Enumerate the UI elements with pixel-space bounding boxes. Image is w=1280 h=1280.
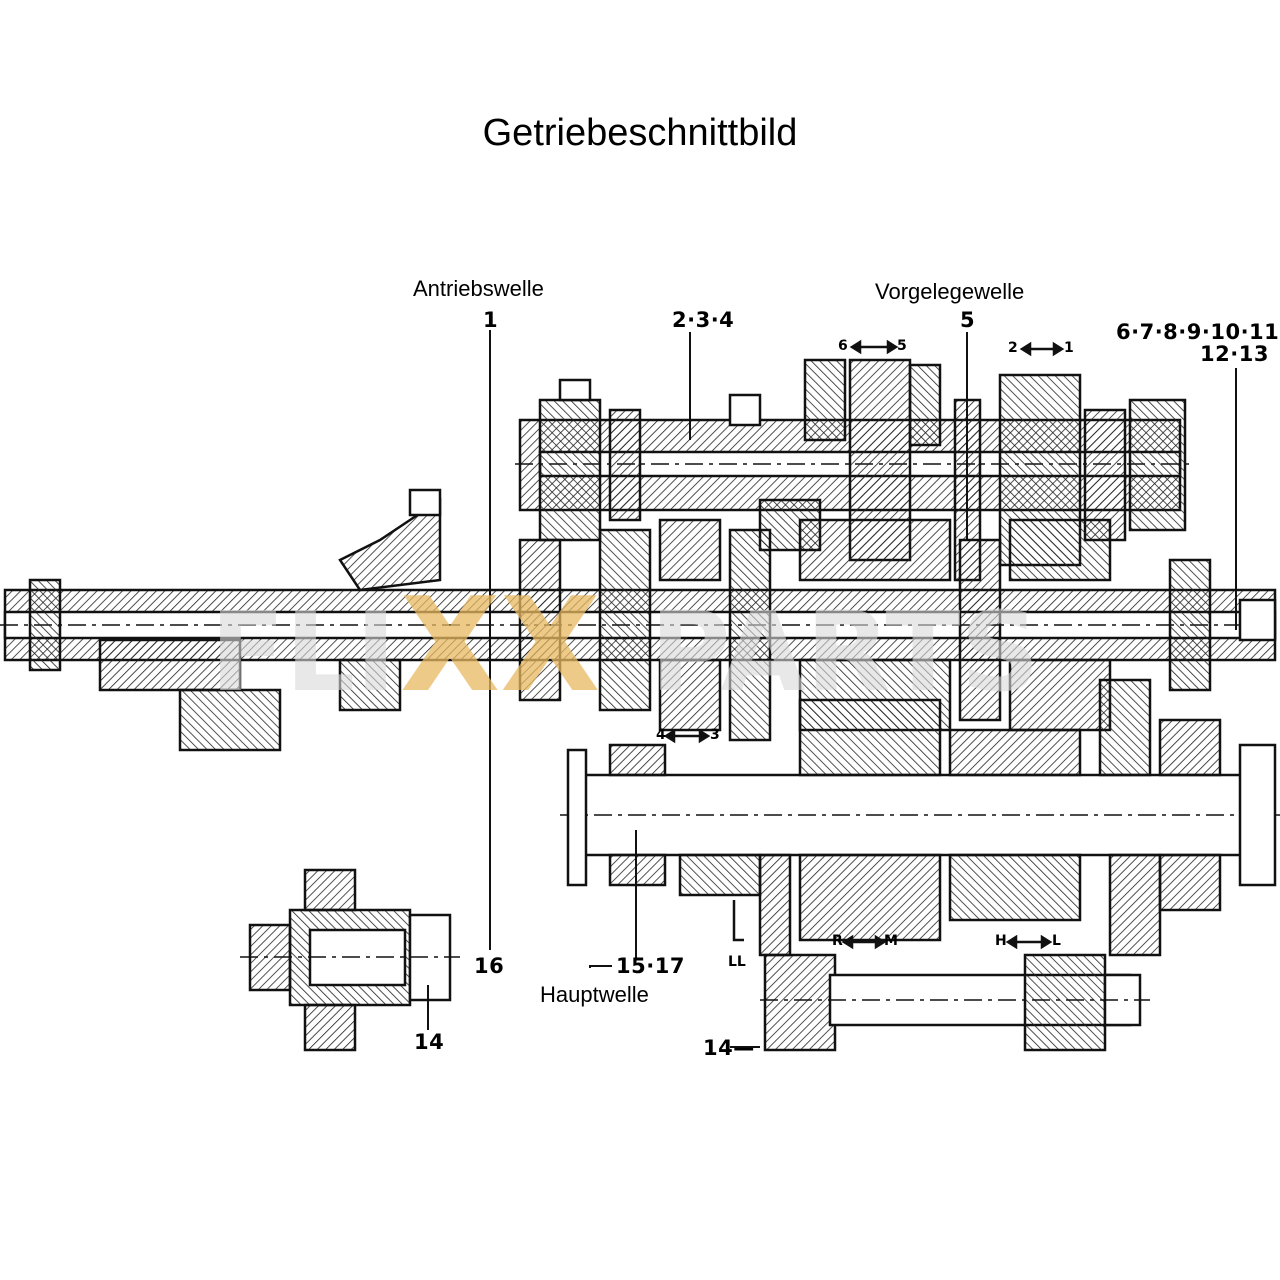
watermark-text-mid: XX <box>400 569 600 721</box>
leader-lines <box>427 330 1237 1048</box>
main-shaft <box>560 678 1280 957</box>
shift-l: L <box>1052 933 1061 949</box>
callout-14-left: 14 <box>414 1030 445 1054</box>
callout-2-3-4: 2·3·4 <box>672 308 735 332</box>
label-hauptwelle: Hauptwelle <box>540 982 649 1007</box>
shift-m: M <box>884 933 898 949</box>
shift-ll: LL <box>728 954 746 970</box>
label-antriebswelle: Antriebswelle <box>413 276 544 301</box>
callout-5: 5 <box>960 308 976 332</box>
shift-5: 5 <box>897 338 907 354</box>
callout-15-17: 15·17 <box>616 954 685 978</box>
detail-part <box>240 868 460 1052</box>
callout-12-13: 12·13 <box>1200 342 1269 366</box>
callout-6-11: 6·7·8·9·10·11 <box>1116 320 1280 344</box>
watermark: FLI XX PARTS <box>210 569 1040 721</box>
watermark-text-right: PARTS <box>650 588 1040 716</box>
shift-h: H <box>995 933 1007 949</box>
lower-shaft <box>760 953 1150 1052</box>
page-title: Getriebeschnittbild <box>482 112 798 154</box>
shift-arrows <box>663 339 1065 950</box>
shift-2: 2 <box>1008 340 1018 356</box>
watermark-text-left: FLI <box>210 588 396 716</box>
shift-4: 4 <box>656 727 666 743</box>
callout-1: 1 <box>483 308 499 332</box>
drive-shaft <box>0 488 1280 752</box>
callout-14-right: 14— <box>703 1036 755 1060</box>
callout-16: 16 <box>474 954 505 978</box>
shift-1: 1 <box>1064 340 1074 356</box>
shift-3: 3 <box>710 727 720 743</box>
countershaft <box>515 358 1195 582</box>
shift-6: 6 <box>838 338 848 354</box>
label-vorgelegewelle: Vorgelegewelle <box>875 279 1025 304</box>
shift-r: R <box>832 933 843 949</box>
